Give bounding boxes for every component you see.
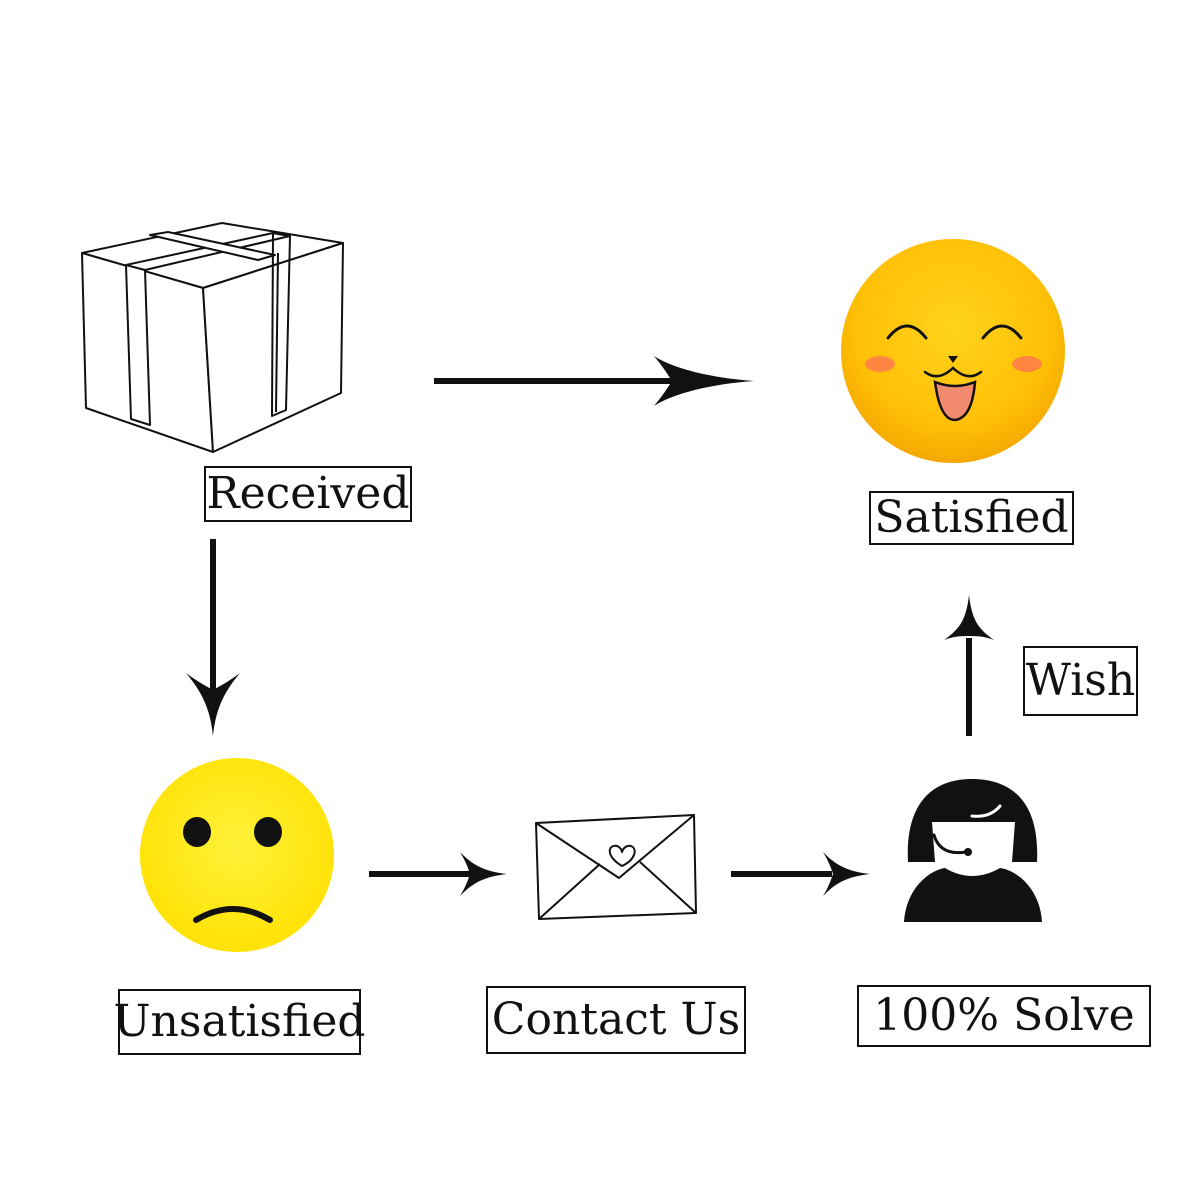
box-icon [81, 222, 344, 453]
arrow-received-to-satisfied [434, 356, 754, 406]
unsatisfied-label: Unsatisfied [113, 989, 366, 1055]
arrow-unsatisfied-to-contact [369, 852, 507, 896]
received-label: Received [204, 466, 412, 522]
satisfied-label: Satisfied [869, 491, 1074, 545]
happy-face-icon [841, 239, 1065, 463]
solve-label: 100% Solve [857, 985, 1151, 1047]
arrow-received-to-unsatisfied [186, 539, 240, 736]
contact-us-label: Contact Us [486, 986, 746, 1054]
envelope-icon [535, 814, 697, 920]
sad-face-icon [140, 758, 334, 952]
wish-label: Wish [1023, 646, 1138, 716]
arrow-contact-to-solve [731, 852, 870, 896]
arrow-solve-to-satisfied [944, 595, 994, 736]
support-agent-icon [904, 779, 1042, 922]
